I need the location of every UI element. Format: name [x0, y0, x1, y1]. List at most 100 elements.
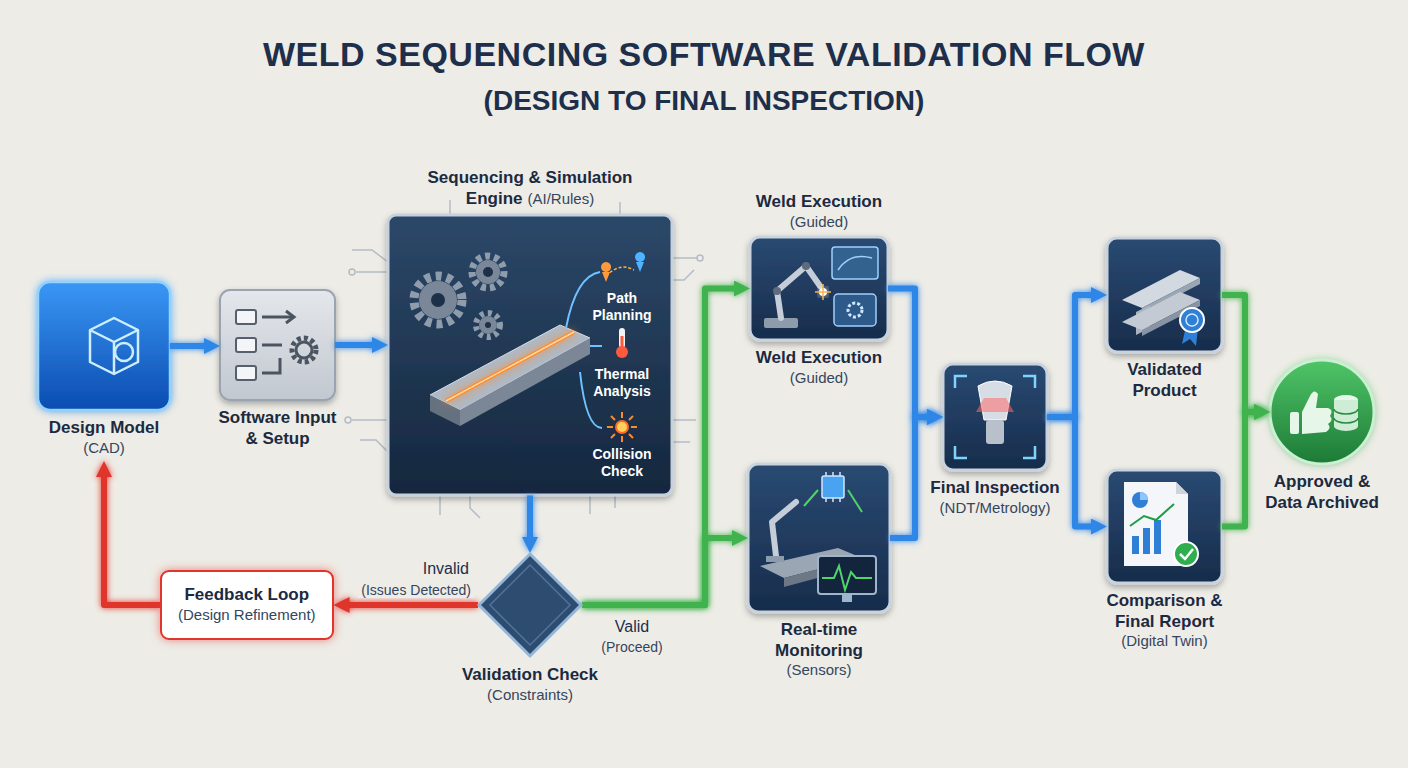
diamond-outline [478, 553, 582, 657]
caption-group: Final Inspection(NDT/Metrology) [920, 478, 1070, 517]
node-subtitle: (AI/Rules) [527, 190, 594, 207]
flow-connector [888, 289, 929, 417]
report-icon [1154, 520, 1161, 554]
inspection-icon [976, 398, 1014, 412]
diamond-outline [479, 554, 581, 656]
edge-label-box: Valid [592, 618, 672, 637]
gears [476, 313, 500, 337]
inspection-box: Final Inspection(NDT/Metrology) [920, 364, 1070, 517]
node-title: Software Input & Setup [218, 408, 338, 449]
validated-product-icon [1186, 314, 1198, 326]
approved-icon [1270, 360, 1374, 464]
feedback-box-shape: Feedback Loop(Design Refinement) [160, 570, 334, 640]
circuit-traces [672, 419, 696, 421]
weld-execution-icon [815, 284, 831, 300]
weld-execution-icon [773, 287, 781, 295]
circuit-traces [449, 200, 451, 215]
design-model: Design Model(CAD) [29, 282, 179, 457]
circuit-traces [360, 440, 388, 452]
collision-icon [607, 412, 637, 442]
circuit-traces [589, 495, 591, 514]
circuit-traces [672, 257, 698, 259]
software-input-shape [220, 290, 335, 400]
node-title: Comparison & Final Report [1100, 591, 1230, 632]
monitoring-icon [772, 502, 796, 556]
monitoring-icon [766, 556, 784, 562]
engine-panel [388, 215, 672, 495]
report-icon [1132, 492, 1148, 508]
software-input-icon [236, 310, 256, 380]
circuit-traces [345, 200, 703, 518]
monitoring-box-shape [748, 464, 890, 612]
validated-product-icon [1107, 238, 1222, 352]
software-input-icon [296, 342, 312, 358]
workpiece-beam [446, 332, 574, 401]
design-model-icon [115, 343, 133, 361]
flow-connector [890, 417, 929, 538]
monitoring-icon [748, 464, 890, 612]
circuit-traces [672, 441, 690, 443]
software-input-icon [236, 338, 256, 352]
report-icon [1176, 482, 1188, 494]
flow-connector [582, 289, 736, 605]
circuit-traces [619, 202, 621, 215]
circuit-traces [352, 419, 388, 421]
circuit-traces [672, 270, 694, 280]
design-model-icon [38, 282, 170, 410]
inspection-box-shape [943, 364, 1047, 470]
design-model-shape [38, 282, 170, 410]
report-icon [1107, 470, 1222, 583]
approved-circle-shape [1270, 360, 1374, 464]
caption-group: Real-time Monitoring(Sensors) [754, 620, 884, 680]
software-input-icon [220, 290, 335, 400]
weld-execution-icon [848, 303, 862, 317]
product-box-shape [1107, 238, 1222, 352]
gears [476, 260, 500, 284]
thermometer-icon [616, 328, 628, 358]
workpiece-beam [430, 395, 460, 426]
thermometer-icon [621, 336, 624, 350]
software-input-icon [292, 338, 316, 362]
workpiece-beam [430, 325, 590, 426]
node-title: Validation Check [445, 665, 615, 686]
monitoring-icon [826, 472, 840, 502]
collision-icon [616, 421, 628, 433]
node-title: Real-time Monitoring [754, 620, 884, 661]
node-title: Design Model [29, 418, 179, 439]
monitoring-icon [822, 476, 844, 498]
heading-group: Sequencing & Simulation Engine(AI/Rules) [405, 168, 655, 209]
edge-label: Invalid [420, 560, 472, 577]
subtitle: (DESIGN TO FINAL INSPECTION) [0, 84, 1408, 117]
caption-group: Approved & Data Archived [1262, 472, 1382, 513]
gears [431, 293, 445, 307]
node-title: Weld Execution [734, 192, 904, 213]
report-icon [1180, 549, 1193, 559]
engine-feature: Thermal Analysis [582, 366, 662, 399]
edge-note: (Issues Detected) [348, 582, 474, 599]
engine-flow-lines [590, 345, 602, 347]
monitoring-icon [804, 490, 818, 506]
caption-group: Software Input & Setup [218, 408, 338, 449]
caption-group: Validation Check(Constraints) [445, 665, 615, 704]
workpiece-beam [446, 332, 574, 401]
report-icon [1132, 536, 1139, 554]
software-input-icon [262, 311, 294, 373]
flow-connector [1222, 412, 1256, 527]
monitoring-icon [748, 464, 890, 612]
approved-icon [1302, 391, 1332, 434]
flow-connector [527, 495, 533, 539]
flow-connector [582, 538, 734, 605]
circuit-traces [439, 495, 441, 515]
flow-connector [170, 343, 206, 349]
approved-icon [1334, 409, 1358, 423]
caption-group: Validated Product [1100, 360, 1230, 401]
report-icon [1130, 504, 1174, 526]
caption-group: Design Model(CAD) [29, 418, 179, 457]
circuit-traces [345, 417, 351, 423]
heading-group: Weld Execution(Guided) [734, 192, 904, 231]
circuit-traces [356, 271, 388, 273]
edge-label: Valid [612, 618, 652, 635]
software-input-icon [236, 366, 256, 380]
flow-connector [104, 475, 160, 605]
